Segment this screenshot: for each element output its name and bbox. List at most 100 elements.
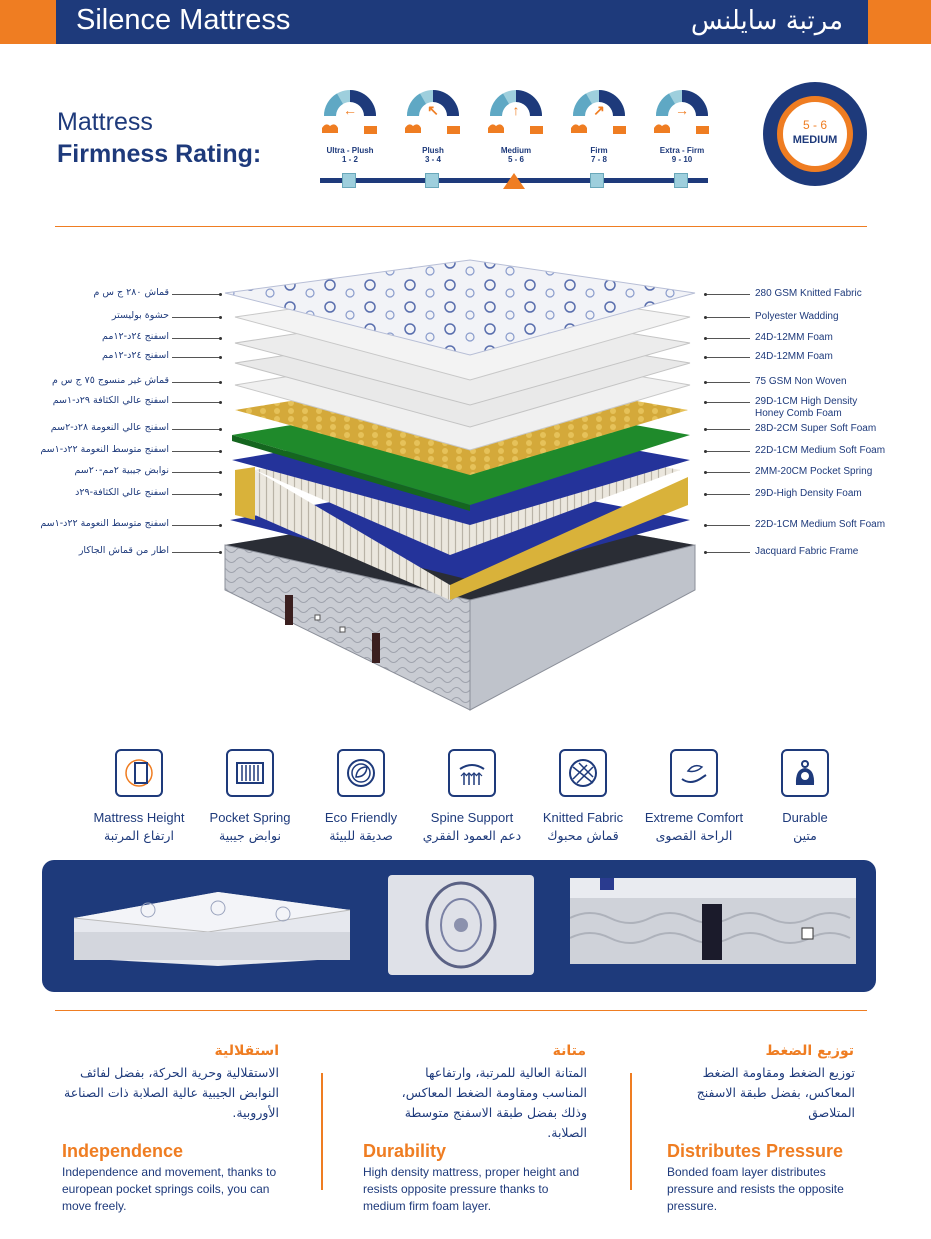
layer-label-line: 29D-High Density Foam [755,488,862,499]
page-title: Silence Mattress [76,4,291,36]
fabric-closeup-photo [388,875,534,975]
pressure-title-ar: توزيع الضغط [765,1043,854,1059]
pressure-text: Bonded foam layer distributes pressure a… [667,1165,844,1213]
leader-line [172,402,220,403]
layer-label-line: Honey Comb Foam [755,408,842,419]
firmness-title-line1: Mattress [57,108,153,136]
firmness-title-line2: Firmness Rating: [57,140,262,168]
gauge-arrow-icon: ↖ [427,102,439,118]
feature-label-ar: دعم العمود الفقري [422,828,522,843]
leader-line [705,357,750,358]
leader-line [705,294,750,295]
firmness-level-name: Firm [590,146,608,155]
layer-label-line: 2MM-20CM Pocket Spring [755,466,873,477]
pressure-text-ar: توزيع الضغط ومقاومة الضغط المعاكس، بفضل … [696,1065,855,1120]
leader-dot [704,524,707,527]
layer-label: 22D-1CM Medium Soft Foam [755,519,885,531]
layer-label-ar: نوابض جيبية ٢مم-٢٠سم [74,465,169,476]
layer-label-ar: قماش ٢٨٠ ج س م [93,287,169,298]
firmness-gauge [569,86,629,142]
feature-label: Pocket Spring [209,810,291,825]
durability-title-ar: متانة [552,1043,586,1059]
layer-label-ar: اسفنج ٢٤د-١٢مم [102,331,169,342]
firmness-gauge [486,86,546,142]
leader-dot [704,337,707,340]
firmness-badge-label: MEDIUM [792,134,838,146]
leader-line [172,472,220,473]
feature-label: Mattress Height [93,810,185,825]
scale-marker [425,173,439,188]
layer-label: 75 GSM Non Woven [755,376,847,388]
layer-label-line: 280 GSM Knitted Fabric [755,288,862,299]
firmness-badge-ring [777,96,853,172]
layer-label-ar: اسفنج متوسط النعومة ٢٢د-١سم [40,444,169,455]
leader-line [705,472,750,473]
leader-dot [219,401,222,404]
independence-title: Independence [62,1141,184,1161]
layer-label: Polyester Wadding [755,311,839,323]
layer-label-line: 29D-1CM High Density [755,396,858,407]
leader-dot [219,337,222,340]
leader-dot [704,551,707,554]
page-title-arabic: مرتبة سايلنس [690,6,843,36]
gauge-arrow-icon: ↗ [593,102,605,118]
scale-selected-marker [503,173,525,189]
leader-line [705,429,750,430]
leader-dot [219,450,222,453]
layer-label: 24D-12MM Foam [755,332,833,344]
firmness-badge-range: 5 - 6 [802,118,827,132]
leader-line [172,525,220,526]
header-accent-right [868,0,931,44]
header-accent-left [0,0,56,44]
firmness-level-range: 5 - 6 [507,155,524,164]
leader-dot [704,428,707,431]
layer-label-line: Jacquard Fabric Frame [755,546,859,557]
firmness-gauge [403,86,463,142]
leader-dot [704,493,707,496]
leader-line [172,357,220,358]
scale-marker [590,173,604,188]
feature-label: Knitted Fabric [542,810,624,825]
leader-line [705,525,750,526]
eco-leaf-icon [337,749,385,797]
leader-dot [219,493,222,496]
gauge-arrow-icon: ↑ [512,102,520,118]
firmness-level-range: 9 - 10 [671,155,693,164]
leader-line [172,382,220,383]
header-bar [56,0,868,44]
leader-dot [704,471,707,474]
layer-label: 24D-12MM Foam [755,351,833,363]
independence-text-ar: الاستقلالية وحرية الحركة، بفضل لفائف الن… [64,1065,279,1120]
comfort-hand-icon [670,749,718,797]
layer-label-ar: اسفنج متوسط النعومة ٢٢د-١سم [40,518,169,529]
column-separator [630,1073,632,1190]
leader-dot [704,356,707,359]
leader-line [705,317,750,318]
layer-label-line: 75 GSM Non Woven [755,376,847,387]
divider [55,226,867,227]
leader-line [705,382,750,383]
gauge-arrow-icon: → [675,102,689,118]
leader-line [172,494,220,495]
divider [55,1010,867,1011]
leader-dot [219,428,222,431]
firmness-level-name: Medium [500,146,532,155]
scale-marker [342,173,356,188]
durable-weight-icon [781,749,829,797]
layer-label: 2MM-20CM Pocket Spring [755,466,872,478]
firmness-level-name: Extra - Firm [659,146,705,155]
leader-dot [704,381,707,384]
gauge-arrow-icon: ← [343,102,357,118]
independence-text: Independence and movement, thanks to eur… [62,1165,277,1213]
knitted-fabric-icon [559,749,607,797]
firmness-gauge [320,86,380,142]
layer-label-ar: اطار من قماش الجاكار [78,545,169,556]
leader-line [705,451,750,452]
leader-line [705,402,750,403]
